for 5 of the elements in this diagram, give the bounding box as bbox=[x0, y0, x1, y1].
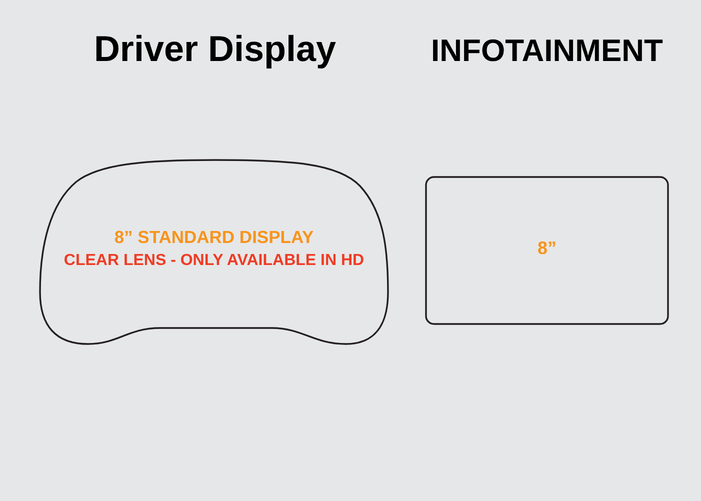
size-label: 8” bbox=[538, 238, 556, 259]
column-heading: Driver Display bbox=[94, 28, 336, 70]
column-heading: INFOTAINMENT bbox=[431, 33, 663, 69]
size-label: 8” STANDARD DISPLAY bbox=[114, 227, 314, 248]
lens-note: CLEAR LENS - ONLY AVAILABLE IN HD bbox=[64, 252, 364, 270]
